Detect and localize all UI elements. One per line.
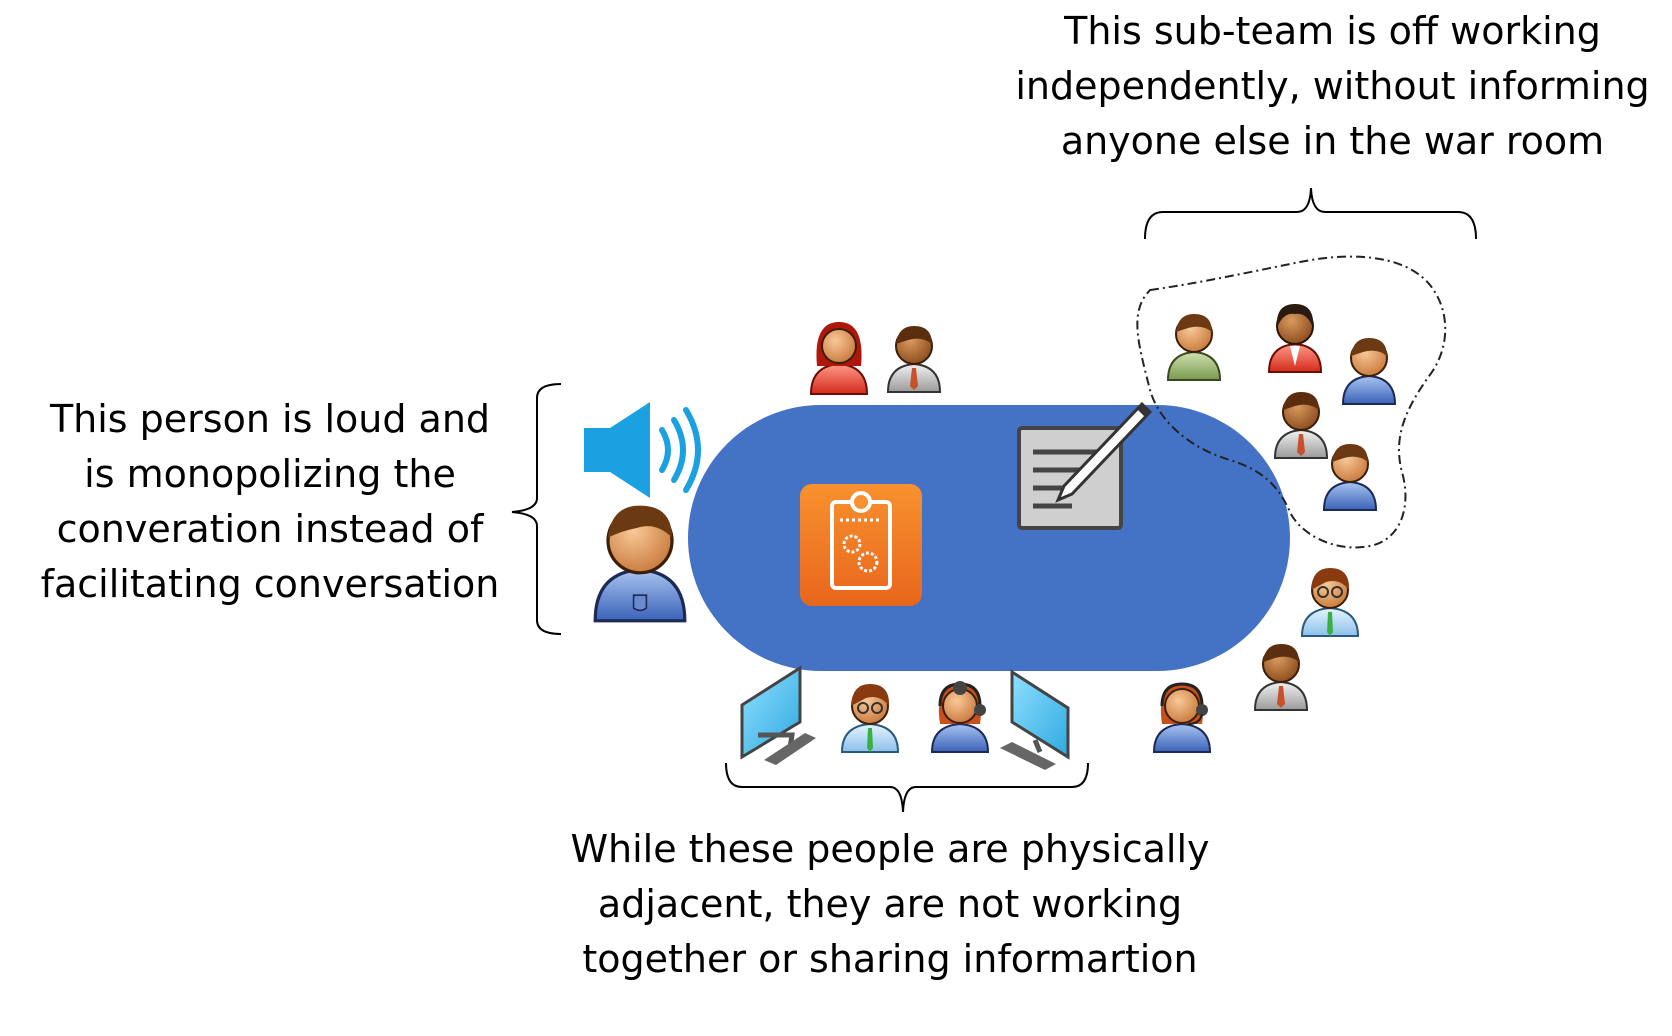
monitor-icon (1000, 669, 1070, 770)
war-room-table (688, 405, 1290, 671)
speaker-icon (584, 402, 701, 498)
caption-line: independently, without informing (1015, 64, 1650, 108)
caption-line: This person is loud and (49, 397, 491, 441)
monitor-icon (740, 665, 816, 765)
person-icon (1267, 304, 1323, 373)
headset-agent-icon (1152, 682, 1212, 753)
person-icon (1273, 392, 1329, 459)
caption-line: This sub-team is off working (1064, 9, 1601, 53)
person-icon (1341, 338, 1397, 405)
person-icon (1253, 644, 1309, 711)
ticket-icon (800, 484, 922, 606)
facilitator-person-icon (593, 505, 687, 623)
document-pen-icon (1017, 401, 1153, 530)
caption-line: adjacent, they are not working (597, 882, 1183, 926)
facilitator-caption: This person is loud and is monopolizing … (20, 392, 520, 612)
person-icon (1166, 314, 1222, 381)
person-icon (840, 684, 900, 753)
person-icon (809, 322, 869, 395)
bottom-bracket (725, 762, 1089, 813)
caption-line: together or sharing informartion (582, 937, 1198, 981)
caption-line: is monopolizing the (84, 452, 456, 496)
subteam-caption: This sub-team is off working independent… (995, 4, 1670, 169)
person-icon (1300, 568, 1360, 637)
caption-line: facilitating conversation (40, 562, 500, 606)
adjacent-people-caption: While these people are physically adjace… (520, 822, 1260, 987)
caption-line: anyone else in the war room (1060, 119, 1605, 163)
headset-agent-icon (930, 681, 990, 753)
top-bracket (1144, 187, 1477, 240)
subteam-boundary (1136, 255, 1447, 549)
caption-line: converation instead of (56, 507, 484, 551)
person-icon (886, 326, 942, 393)
left-bracket (511, 383, 562, 635)
caption-line: While these people are physically (570, 827, 1210, 871)
person-icon (1322, 444, 1378, 511)
